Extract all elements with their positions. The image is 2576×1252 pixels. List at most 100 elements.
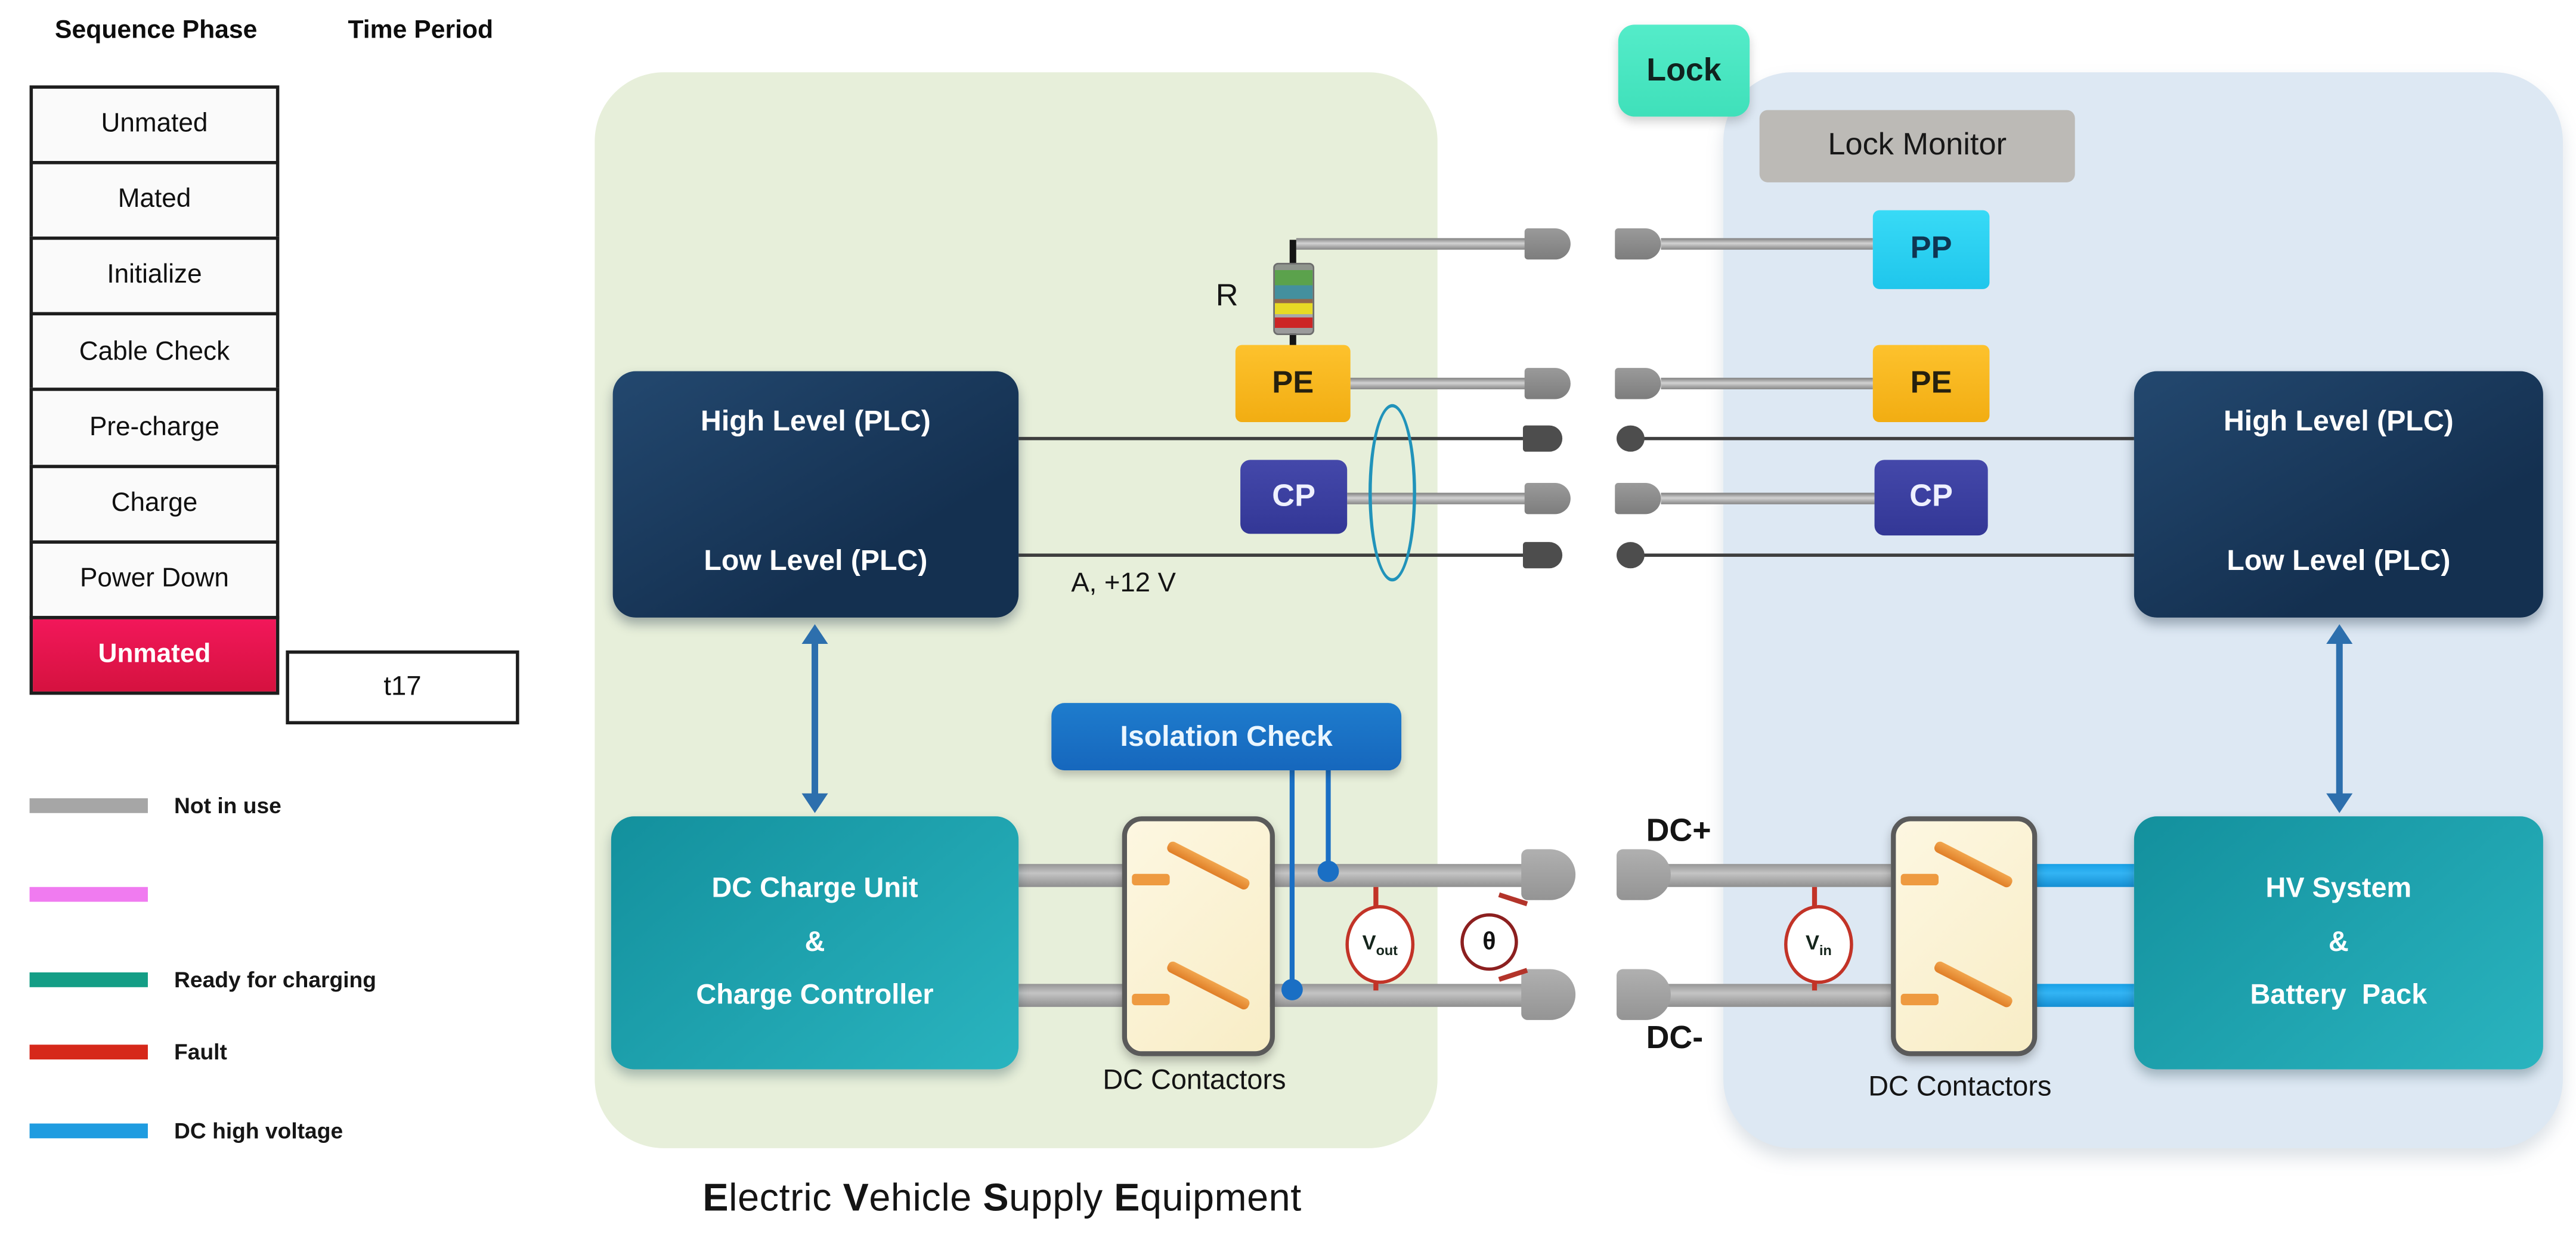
contactor-blade — [1165, 960, 1252, 1012]
dc-plus-label: DC+ — [1646, 813, 1711, 850]
pe-box-evse: PE — [1235, 345, 1351, 423]
plc-low-label-evse: Low Level (PLC) — [704, 543, 928, 577]
contactor-stub — [1132, 873, 1170, 885]
sequence-row-power-down: Power Down — [29, 540, 280, 620]
resistor-lead-bottom — [1289, 330, 1296, 349]
legend-color-bar — [29, 1043, 148, 1059]
cp-annotation: A, +12 V — [1071, 568, 1176, 598]
vout-meter: Vout — [1345, 905, 1415, 984]
dc-minus-bus-vehicle — [1667, 984, 1891, 1007]
legend-label: DC high voltage — [174, 1117, 343, 1143]
sequence-row-unmated: Unmated — [29, 85, 280, 165]
dc-charge-unit-box: DC Charge Unit & Charge Controller — [611, 816, 1019, 1070]
arrow-down-icon — [801, 793, 828, 813]
dc-minus-label: DC- — [1646, 1019, 1704, 1056]
dc-minus-hv-bus — [2027, 984, 2134, 1007]
plc-low-connector-evse — [1522, 542, 1563, 569]
plc-high-connector-vehicle — [1617, 425, 1645, 452]
pe-wire-vehicle — [1661, 377, 1873, 389]
vin-meter: Vin — [1784, 905, 1853, 984]
charge-unit-line2: & — [804, 926, 825, 957]
dc-contactors-label-vehicle: DC Contactors — [1868, 1071, 2052, 1102]
dc-contactors-evse — [1122, 816, 1275, 1056]
contactor-blade — [1165, 839, 1252, 891]
cp-wire-vehicle — [1661, 492, 1875, 504]
vin-stub-top — [1812, 887, 1818, 907]
dc-minus-bus-evse-2 — [1263, 984, 1523, 1007]
legend-color-bar — [29, 886, 148, 901]
charge-unit-line3: Charge Controller — [696, 979, 934, 1011]
vout-stub-top — [1373, 887, 1379, 907]
sequence-row-mated: Mated — [29, 161, 280, 241]
legend-color-bar — [29, 797, 148, 813]
sequence-row-unmated: Unmated — [29, 615, 280, 696]
legend-item-not-in-use: Not in use — [29, 787, 376, 823]
cp-connector-evse — [1524, 482, 1571, 515]
cp-connector-vehicle — [1615, 482, 1661, 515]
pe-connector-evse — [1524, 368, 1571, 399]
resistor-lead-top — [1289, 240, 1296, 265]
pp-wire-vehicle — [1661, 238, 1873, 250]
legend-item-ready-for-charging: Ready for charging — [29, 961, 377, 997]
contactor-stub — [1900, 873, 1939, 885]
dc-plus-bus-evse-2 — [1263, 864, 1523, 887]
pe-wire-evse — [1350, 377, 1527, 389]
pp-box-vehicle: PP — [1872, 210, 1990, 289]
vin-label: Vin — [1805, 931, 1832, 958]
plc-low-wire-evse — [1018, 553, 1523, 558]
cp-box-vehicle: CP — [1874, 460, 1988, 536]
cp-box-evse: CP — [1240, 460, 1348, 534]
dc-plus-bus-vehicle — [1667, 864, 1891, 887]
dc-contactors-label-evse: DC Contactors — [1103, 1064, 1286, 1096]
legend-item-dc-high-voltage: DC high voltage — [29, 1112, 376, 1148]
dc-minus-bus-evse-1 — [1018, 984, 1124, 1007]
plc-low-wire-vehicle — [1643, 553, 2134, 558]
legend-color-bar — [29, 971, 148, 987]
plc-low-connector-vehicle — [1617, 542, 1645, 569]
legend-item-fault: Fault — [29, 1033, 376, 1070]
plc-box-evse: High Level (PLC) Low Level (PLC) — [612, 371, 1019, 618]
dc-plus-connector-vehicle — [1617, 849, 1671, 900]
dc-minus-connector-vehicle — [1617, 969, 1671, 1020]
arrow-down-icon — [2326, 793, 2353, 813]
plc-low-label-vehicle: Low Level (PLC) — [2227, 543, 2451, 577]
charge-unit-line1: DC Charge Unit — [711, 872, 918, 904]
plc-high-wire-vehicle — [1643, 436, 2134, 441]
lock-box: Lock — [1618, 24, 1750, 117]
vout-label: Vout — [1362, 931, 1398, 958]
hv-line3: Battery Pack — [2250, 979, 2428, 1011]
time-period-value-box: t17 — [286, 650, 519, 724]
sequence-phase-header: Sequence Phase — [54, 16, 258, 45]
lock-monitor-box: Lock Monitor — [1759, 110, 2075, 182]
sequence-row-cable-check: Cable Check — [29, 312, 280, 392]
sequence-row-charge: Charge — [29, 464, 280, 544]
diagram-title: Electric Vehicle Supply Equipment — [702, 1176, 1302, 1219]
hv-line2: & — [2328, 926, 2349, 957]
plc-box-vehicle: High Level (PLC) Low Level (PLC) — [2134, 371, 2543, 618]
isolation-probe-dot-minus — [1281, 979, 1303, 1000]
legend-label: Not in use — [174, 792, 281, 817]
legend-label: Ready for charging — [174, 966, 377, 991]
dc-plus-hv-bus — [2027, 864, 2134, 887]
dc-minus-connector-evse — [1521, 969, 1576, 1020]
legend-color-bar — [29, 1123, 148, 1138]
pp-wire-evse — [1296, 238, 1527, 250]
contactor-blade — [1933, 839, 2014, 890]
sequence-row-pre-charge: Pre-charge — [29, 388, 280, 469]
plc-high-label-vehicle: High Level (PLC) — [2223, 404, 2454, 437]
isolation-check-box: Isolation Check — [1051, 703, 1402, 771]
sequence-row-initialize: Initialize — [29, 237, 280, 317]
dc-plus-connector-evse — [1521, 849, 1576, 900]
plc-hv-arrow — [2326, 624, 2353, 813]
theta-meter: θ — [1460, 913, 1518, 971]
pp-connector-evse — [1524, 228, 1571, 260]
plc-chargeunit-arrow — [801, 624, 828, 813]
isolation-probe-line-plus — [1326, 768, 1332, 869]
plc-high-connector-evse — [1522, 425, 1563, 452]
contactor-blade — [1933, 960, 2014, 1009]
time-period-header: Time Period — [348, 16, 494, 45]
contactor-stub — [1900, 993, 1939, 1006]
